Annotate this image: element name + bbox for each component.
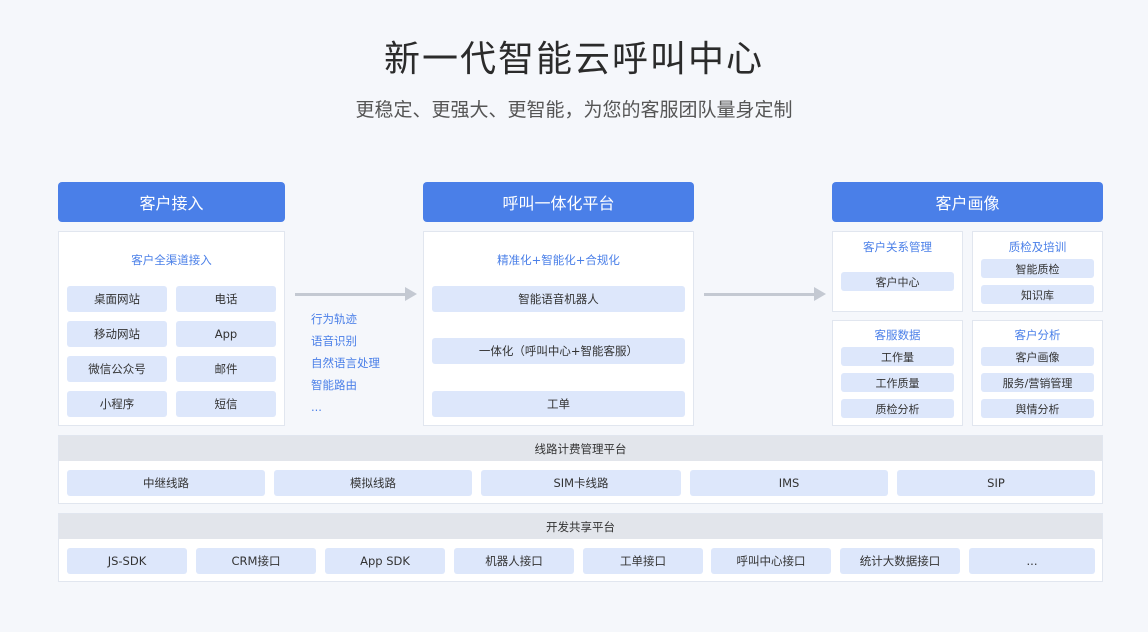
service-data-panel: 客服数据 工作量 工作质量 质检分析 — [832, 320, 963, 426]
page-subtitle: 更稳定、更强大、更智能，为您的客服团队量身定制 — [355, 99, 793, 121]
billing-chip: SIM卡线路 — [481, 470, 681, 496]
channel-chip: 短信 — [176, 391, 276, 417]
dev-chip: 工单接口 — [583, 548, 703, 574]
page-title: 新一代智能云呼叫中心 — [383, 39, 764, 80]
platform-chip: 一体化（呼叫中心+智能客服） — [432, 338, 685, 364]
billing-chip: 中继线路 — [67, 470, 265, 496]
feature-item: 智能路由 — [311, 378, 357, 392]
feature-item: ... — [311, 400, 322, 414]
channel-chip: 邮件 — [176, 356, 276, 382]
analysis-panel: 客户分析 客户画像 服务/营销管理 舆情分析 — [972, 320, 1103, 426]
dev-chip: 统计大数据接口 — [840, 548, 960, 574]
channel-chip: App — [176, 321, 276, 347]
dev-chip: JS-SDK — [67, 548, 187, 574]
feature-item: 自然语言处理 — [311, 356, 380, 370]
service-data-title: 客服数据 — [874, 328, 921, 342]
platform-header: 呼叫一体化平台 — [423, 182, 694, 222]
service-data-chip: 工作质量 — [841, 373, 954, 392]
analysis-chip: 客户画像 — [981, 347, 1094, 366]
dev-chip: 机器人接口 — [454, 548, 574, 574]
flow-arrow-icon — [704, 287, 826, 301]
service-data-chip: 工作量 — [841, 347, 954, 366]
flow-arrow-icon — [295, 287, 417, 301]
access-panel-title: 客户全渠道接入 — [131, 253, 212, 267]
billing-chip: SIP — [897, 470, 1095, 496]
access-header: 客户接入 — [58, 182, 285, 222]
analysis-title: 客户分析 — [1014, 328, 1061, 342]
billing-band: 线路计费管理平台 中继线路 模拟线路 SIM卡线路 IMS SIP — [58, 435, 1103, 504]
dev-chip: App SDK — [325, 548, 445, 574]
qa-panel: 质检及培训 智能质检 知识库 — [972, 231, 1103, 312]
dev-chip: CRM接口 — [196, 548, 316, 574]
billing-chip: IMS — [690, 470, 888, 496]
channel-chip: 小程序 — [67, 391, 167, 417]
dev-chip: 呼叫中心接口 — [711, 548, 831, 574]
analysis-chip: 舆情分析 — [981, 399, 1094, 418]
qa-chip: 知识库 — [981, 285, 1094, 304]
qa-title: 质检及培训 — [1008, 240, 1067, 254]
qa-chip: 智能质检 — [981, 259, 1094, 278]
crm-title: 客户关系管理 — [863, 240, 932, 254]
feature-item: 语音识别 — [311, 334, 357, 348]
dev-header: 开发共享平台 — [59, 514, 1102, 539]
platform-panel-title: 精准化+智能化+合规化 — [497, 253, 620, 267]
billing-chip: 模拟线路 — [274, 470, 472, 496]
analysis-chip: 服务/营销管理 — [981, 373, 1094, 392]
feature-list: 行为轨迹 语音识别 自然语言处理 智能路由 ... — [311, 312, 380, 422]
crm-panel: 客户关系管理 客户中心 — [832, 231, 963, 312]
platform-chip: 智能语音机器人 — [432, 286, 685, 312]
feature-item: 行为轨迹 — [311, 312, 357, 326]
crm-chip: 客户中心 — [841, 272, 954, 291]
service-data-chip: 质检分析 — [841, 399, 954, 418]
channel-chip: 移动网站 — [67, 321, 167, 347]
dev-chip: ... — [969, 548, 1095, 574]
dev-band: 开发共享平台 JS-SDK CRM接口 App SDK 机器人接口 工单接口 呼… — [58, 513, 1103, 582]
profile-header: 客户画像 — [832, 182, 1103, 222]
access-panel: 客户全渠道接入 桌面网站 电话 移动网站 App 微信公众号 邮件 小程序 短信 — [58, 231, 285, 426]
billing-header: 线路计费管理平台 — [59, 436, 1102, 461]
channel-chip: 桌面网站 — [67, 286, 167, 312]
platform-chip: 工单 — [432, 391, 685, 417]
channel-chip: 微信公众号 — [67, 356, 167, 382]
channel-chip: 电话 — [176, 286, 276, 312]
platform-panel: 精准化+智能化+合规化 智能语音机器人 一体化（呼叫中心+智能客服） 工单 — [423, 231, 694, 426]
